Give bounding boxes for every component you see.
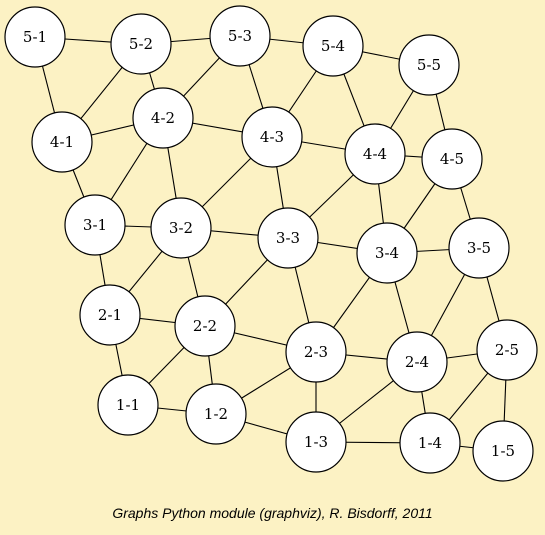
node-circle bbox=[285, 411, 347, 473]
node-3-5: 3-5 bbox=[448, 217, 510, 279]
node-circle bbox=[257, 207, 319, 269]
node-circle bbox=[64, 194, 126, 256]
node-circle bbox=[476, 319, 538, 381]
node-label: 1-5 bbox=[491, 442, 515, 460]
node-5-1: 5-1 bbox=[4, 6, 66, 68]
node-circle bbox=[31, 111, 93, 173]
node-label: 3-3 bbox=[276, 229, 300, 247]
node-4-5: 4-5 bbox=[421, 128, 483, 190]
node-1-2: 1-2 bbox=[185, 383, 247, 445]
node-label: 2-2 bbox=[193, 317, 217, 335]
node-circle bbox=[241, 106, 303, 168]
node-4-1: 4-1 bbox=[31, 111, 93, 173]
node-circle bbox=[448, 217, 510, 279]
node-label: 4-1 bbox=[50, 133, 74, 151]
node-circle bbox=[285, 321, 347, 383]
node-label: 1-4 bbox=[418, 434, 442, 452]
node-circle bbox=[110, 13, 172, 75]
node-3-4: 3-4 bbox=[356, 222, 418, 284]
node-label: 3-4 bbox=[375, 244, 399, 262]
node-label: 3-1 bbox=[83, 216, 107, 234]
node-3-3: 3-3 bbox=[257, 207, 319, 269]
node-1-4: 1-4 bbox=[399, 412, 461, 474]
node-2-3: 2-3 bbox=[285, 321, 347, 383]
node-label: 3-5 bbox=[467, 239, 491, 257]
node-2-2: 2-2 bbox=[174, 295, 236, 357]
node-5-2: 5-2 bbox=[110, 13, 172, 75]
figure-caption: Graphs Python module (graphviz), R. Bisd… bbox=[112, 505, 433, 521]
node-circle bbox=[386, 331, 448, 393]
node-label: 2-3 bbox=[304, 343, 328, 361]
node-circle bbox=[97, 374, 159, 436]
node-circle bbox=[302, 15, 364, 77]
node-circle bbox=[4, 6, 66, 68]
node-circle bbox=[344, 123, 406, 185]
node-circle bbox=[174, 295, 236, 357]
node-circle bbox=[421, 128, 483, 190]
node-label: 3-2 bbox=[169, 219, 193, 237]
node-1-1: 1-1 bbox=[97, 374, 159, 436]
node-2-1: 2-1 bbox=[79, 284, 141, 346]
node-label: 4-2 bbox=[151, 109, 175, 127]
node-label: 4-5 bbox=[440, 150, 464, 168]
node-label: 4-4 bbox=[363, 145, 387, 163]
node-4-2: 4-2 bbox=[132, 87, 194, 149]
node-3-2: 3-2 bbox=[150, 197, 212, 259]
node-circle bbox=[209, 5, 271, 67]
node-5-5: 5-5 bbox=[398, 34, 460, 96]
node-2-4: 2-4 bbox=[386, 331, 448, 393]
node-1-5: 1-5 bbox=[472, 420, 534, 482]
node-3-1: 3-1 bbox=[64, 194, 126, 256]
node-circle bbox=[472, 420, 534, 482]
node-label: 5-4 bbox=[321, 37, 345, 55]
node-label: 2-5 bbox=[495, 341, 519, 359]
node-circle bbox=[150, 197, 212, 259]
nodes-layer: 5-1 5-2 5-3 5-4 5-5 4-1 4-2 4-3 4-4 4-5 3-1 3-2 3-3 3… bbox=[4, 5, 538, 482]
node-label: 5-2 bbox=[129, 35, 153, 53]
node-circle bbox=[398, 34, 460, 96]
node-label: 2-1 bbox=[98, 306, 122, 324]
node-circle bbox=[185, 383, 247, 445]
node-label: 5-5 bbox=[417, 56, 441, 74]
node-circle bbox=[356, 222, 418, 284]
node-label: 5-3 bbox=[228, 27, 252, 45]
node-5-3: 5-3 bbox=[209, 5, 271, 67]
node-circle bbox=[132, 87, 194, 149]
node-label: 1-2 bbox=[204, 405, 228, 423]
node-4-3: 4-3 bbox=[241, 106, 303, 168]
node-circle bbox=[399, 412, 461, 474]
node-label: 1-3 bbox=[304, 433, 328, 451]
node-2-5: 2-5 bbox=[476, 319, 538, 381]
node-label: 4-3 bbox=[260, 128, 284, 146]
node-5-4: 5-4 bbox=[302, 15, 364, 77]
node-label: 5-1 bbox=[23, 28, 47, 46]
node-circle bbox=[79, 284, 141, 346]
node-label: 1-1 bbox=[116, 396, 140, 414]
node-4-4: 4-4 bbox=[344, 123, 406, 185]
node-label: 2-4 bbox=[405, 353, 429, 371]
node-1-3: 1-3 bbox=[285, 411, 347, 473]
